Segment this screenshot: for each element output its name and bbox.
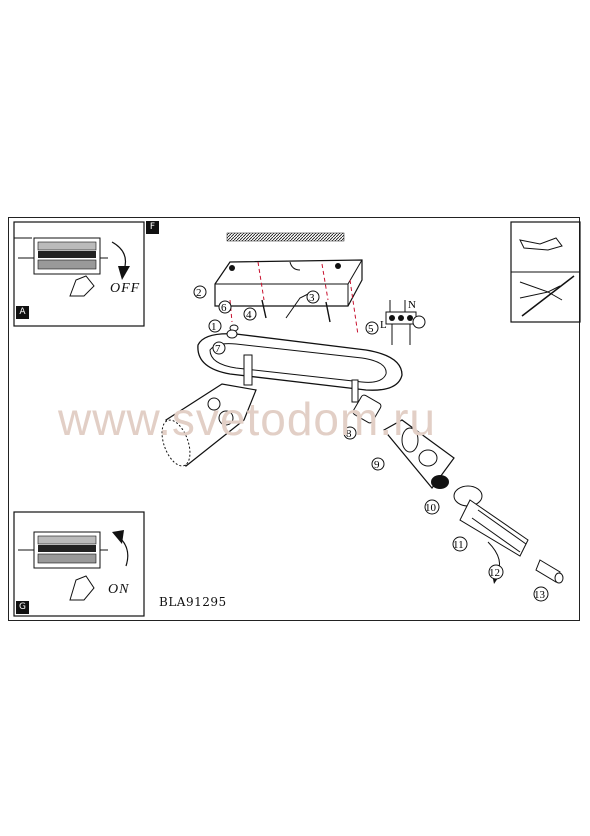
callout-13: 13	[533, 586, 549, 602]
panel-tools	[510, 221, 581, 323]
svg-text:5: 5	[368, 323, 374, 335]
panel-switch-off	[13, 221, 145, 327]
callout-7: 7	[212, 341, 226, 355]
panel-switch-on	[13, 511, 145, 617]
terminal-label-l: L	[380, 319, 387, 331]
callout-9: 9	[371, 457, 385, 471]
hand-icon	[69, 575, 95, 601]
model-code: BLA91295	[159, 595, 227, 609]
corner-tag-top: F	[146, 221, 159, 234]
svg-text:4: 4	[246, 309, 252, 321]
svg-text:13: 13	[534, 589, 546, 601]
callout-11: 11	[452, 536, 468, 552]
svg-text:11: 11	[453, 539, 464, 551]
terminal-block: L N	[380, 299, 426, 345]
breaker-box-icon	[18, 531, 108, 569]
svg-text:8: 8	[346, 428, 352, 440]
svg-text:9: 9	[374, 459, 380, 471]
callout-5: 5	[365, 321, 379, 335]
svg-text:1: 1	[211, 321, 217, 333]
callout-12: 12	[488, 564, 504, 580]
switch-on-label: ON	[108, 582, 130, 597]
corner-tag-off-panel: A	[16, 306, 29, 319]
svg-text:3: 3	[309, 292, 315, 304]
terminal-label-n: N	[408, 299, 416, 311]
ceiling-hatch	[226, 232, 345, 242]
breaker-box-icon	[18, 237, 108, 275]
svg-text:12: 12	[489, 567, 500, 579]
pliers-icon	[519, 281, 563, 301]
watermark: www.svetodom.ru	[58, 393, 437, 445]
callout-3: 3	[306, 290, 320, 304]
callout-1: 1	[208, 319, 222, 333]
callouts: 1 2 3 4 5 6 7 8 9 10 11 12 13	[193, 285, 549, 602]
hand-icon	[69, 275, 95, 297]
arrow-down-icon	[111, 241, 127, 271]
spotlight-left	[161, 354, 257, 467]
screwdriver-icon	[519, 237, 563, 251]
svg-text:10: 10	[425, 502, 437, 514]
instruction-frame	[8, 217, 580, 621]
callout-2: 2	[193, 285, 207, 299]
callout-8: 8	[343, 426, 357, 440]
callout-4: 4	[243, 307, 257, 321]
spotlight-right-exploded	[351, 379, 564, 584]
corner-tag-on-panel: G	[16, 601, 29, 614]
switch-off-label: OFF	[110, 281, 141, 296]
svg-text:7: 7	[215, 343, 221, 355]
base-plate	[197, 329, 403, 391]
svg-text:6: 6	[221, 302, 227, 314]
callout-10: 10	[424, 499, 440, 515]
mounting-bracket	[214, 259, 363, 307]
svg-text:2: 2	[196, 287, 202, 299]
callout-6: 6	[218, 300, 232, 314]
cross-icon	[521, 275, 575, 317]
